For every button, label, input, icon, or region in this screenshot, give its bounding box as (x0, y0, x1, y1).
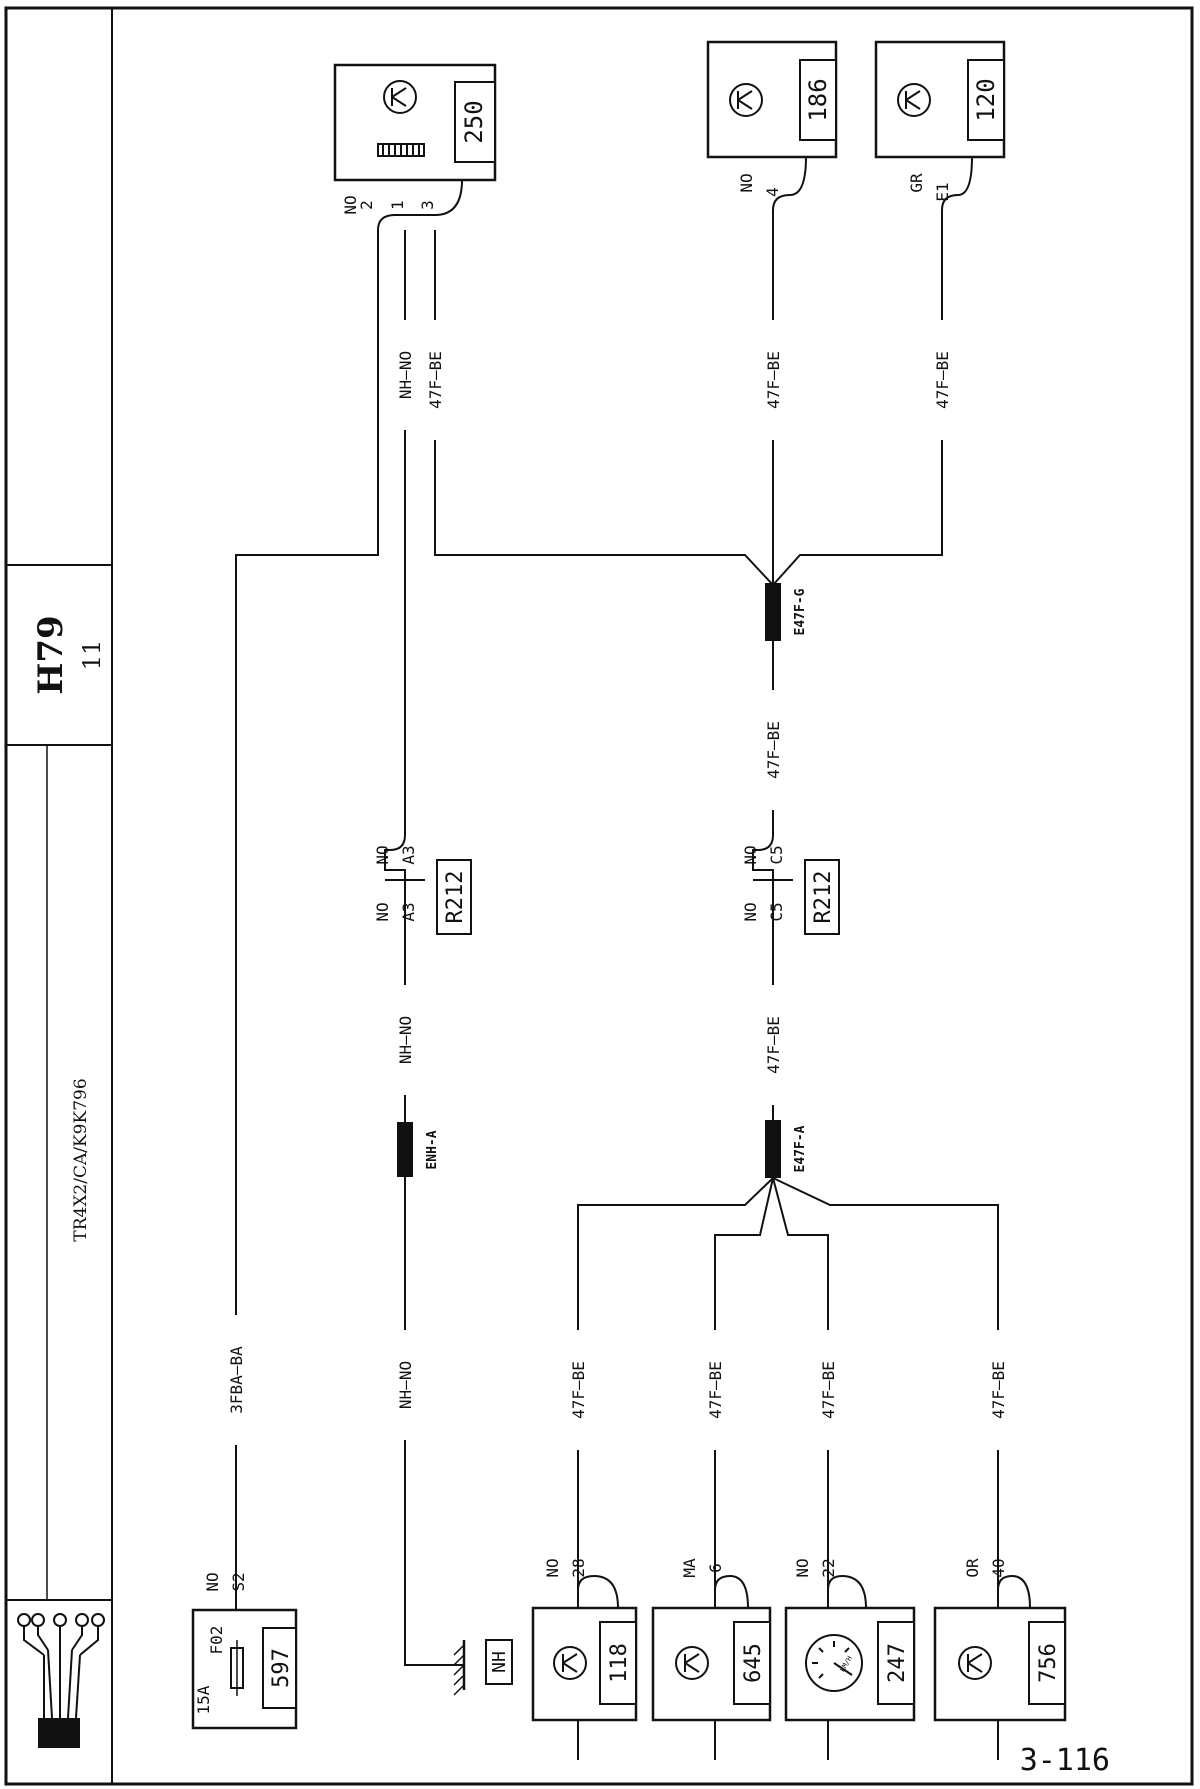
splice-e47f-g-label: E47F-G (793, 588, 808, 635)
fuse-icon (230, 1640, 244, 1696)
wire-label-nh-no-mid: NH—NO (396, 1016, 415, 1064)
component-186-id: 186 (804, 78, 832, 121)
connector-r212-a-colour-right: NO (373, 845, 392, 864)
wires (235, 210, 999, 1760)
component-247[interactable]: 247 KM/H 22 NO (784, 1558, 916, 1722)
pin-247: 22 (819, 1558, 838, 1577)
wire-label-47f-be-756: 47F—BE (989, 1361, 1008, 1419)
pin-756: 40 (989, 1558, 1008, 1577)
component-756[interactable]: 756 40 OR (933, 1558, 1067, 1722)
wire-label-47f-be-118: 47F—BE (569, 1361, 588, 1419)
transistor-icon (553, 1646, 587, 1680)
sheet-frame (4, 6, 1194, 1786)
wire-label-47f-be-247: 47F—BE (819, 1361, 838, 1419)
pin-250-1: 1 (388, 200, 407, 210)
lead-colour-250: NO (341, 195, 360, 214)
transistor-icon (675, 1646, 709, 1680)
splice-e47f-a: E47F-A (765, 1120, 808, 1178)
component-645[interactable]: 645 6 MA (651, 1558, 772, 1722)
connector-r212-c-colour-left: NO (741, 902, 760, 921)
component-250-id: 250 (460, 100, 488, 143)
pin-645: 6 (706, 1563, 725, 1573)
fuse-rating: 15A (194, 1685, 213, 1714)
splice-e47f-a-label: E47F-A (793, 1125, 808, 1172)
component-186[interactable]: 186 4 NO (706, 40, 838, 211)
pin-118: 28 (569, 1558, 588, 1577)
pin-120: E1 (933, 182, 952, 201)
wire-label-47f-be-lower: 47F—BE (764, 1016, 783, 1074)
sensor-element-icon (377, 143, 425, 157)
transistor-icon (383, 80, 417, 114)
lead-colour-756: OR (963, 1558, 982, 1578)
component-118[interactable]: 118 28 NO (531, 1558, 638, 1760)
transistor-icon (897, 83, 931, 117)
pin-250-3: 3 (418, 200, 437, 210)
sheet-index: 11 (78, 640, 106, 671)
connector-r212-c-id: R212 (811, 871, 836, 924)
component-756-id: 756 (1036, 1643, 1061, 1683)
component-597[interactable]: 597 F02 15A S2 NO (191, 1572, 298, 1730)
connector-logo-icon (17, 1613, 105, 1748)
connector-r212-a-pin-left: A3 (399, 902, 418, 921)
ground-label: NH (489, 1651, 510, 1673)
component-645-id: 645 (741, 1643, 766, 1683)
connector-r212-c-colour-right: NO (741, 845, 760, 864)
wire-labels-top: NH—NO 47F—BE 47F—BE 47F—BE 47F—BE 47F—BE… (395, 320, 952, 1105)
component-118-id: 118 (607, 1643, 632, 1683)
lead-colour-120: GR (907, 173, 926, 193)
transistor-icon (729, 83, 763, 117)
transistor-icon (958, 1646, 992, 1680)
wire-label-47f-be-top: 47F—BE (426, 351, 445, 409)
connector-r212-a-colour-left: NO (373, 902, 392, 921)
component-247-id: 247 (885, 1643, 910, 1683)
lead-colour-597: NO (203, 1572, 222, 1591)
lead-colour-118: NO (543, 1558, 562, 1577)
component-597-id: 597 (269, 1648, 294, 1688)
component-250[interactable]: 250 2 1 3 NO (333, 63, 497, 231)
page-number: 3-116 (1020, 1743, 1110, 1778)
pin-186: 4 (763, 187, 782, 197)
lead-colour-247: NO (793, 1558, 812, 1577)
ground-nh: NH (453, 1639, 513, 1696)
pin-597: S2 (229, 1572, 248, 1591)
connector-r212-a[interactable]: R212 A3 NO A3 NO (373, 834, 472, 935)
vehicle-reference: TR4X2/CA/K9K796 (71, 1078, 91, 1241)
title-box: H79 11 (31, 615, 106, 694)
component-120[interactable]: 120 E1 GR (874, 40, 1006, 211)
wire-label-47f-be-mid: 47F—BE (764, 721, 783, 779)
wire-label-47f-be-120: 47F—BE (933, 351, 952, 409)
connector-r212-a-pin-right: A3 (399, 845, 418, 864)
lead-colour-186: NO (737, 173, 756, 192)
splice-enh-a: ENH-A (397, 1122, 440, 1177)
splice-enh-a-label: ENH-A (425, 1130, 440, 1169)
wire-label-3fba-ba: 3FBA—BA (227, 1346, 246, 1414)
lead-colour-645: MA (680, 1558, 699, 1578)
splice-e47f-g: E47F-G (765, 583, 808, 641)
sheet-code: H79 (31, 615, 71, 694)
wire-label-47f-be-186: 47F—BE (764, 351, 783, 409)
connector-r212-a-id: R212 (443, 871, 468, 924)
wire-label-nh-no-bottom: NH—NO (396, 1361, 415, 1409)
pin-250-2: 2 (357, 200, 376, 210)
wire-label-nh-no-top: NH—NO (396, 351, 415, 399)
wire-label-47f-be-645: 47F—BE (706, 1361, 725, 1419)
speedometer-icon: KM/H (805, 1634, 863, 1692)
connector-r212-c-pin-right: C5 (767, 845, 786, 864)
component-120-id: 120 (972, 78, 1000, 121)
connector-r212-c[interactable]: R212 C5 NO C5 NO (741, 834, 840, 935)
fuse-id: F02 (207, 1626, 226, 1655)
connector-r212-c-pin-left: C5 (767, 902, 786, 921)
title-strip (6, 8, 113, 1784)
wire-labels-bottom: 3FBA—BA NH—NO 47F—BE 47F—BE 47F—BE 47F—B… (226, 1315, 1008, 1450)
